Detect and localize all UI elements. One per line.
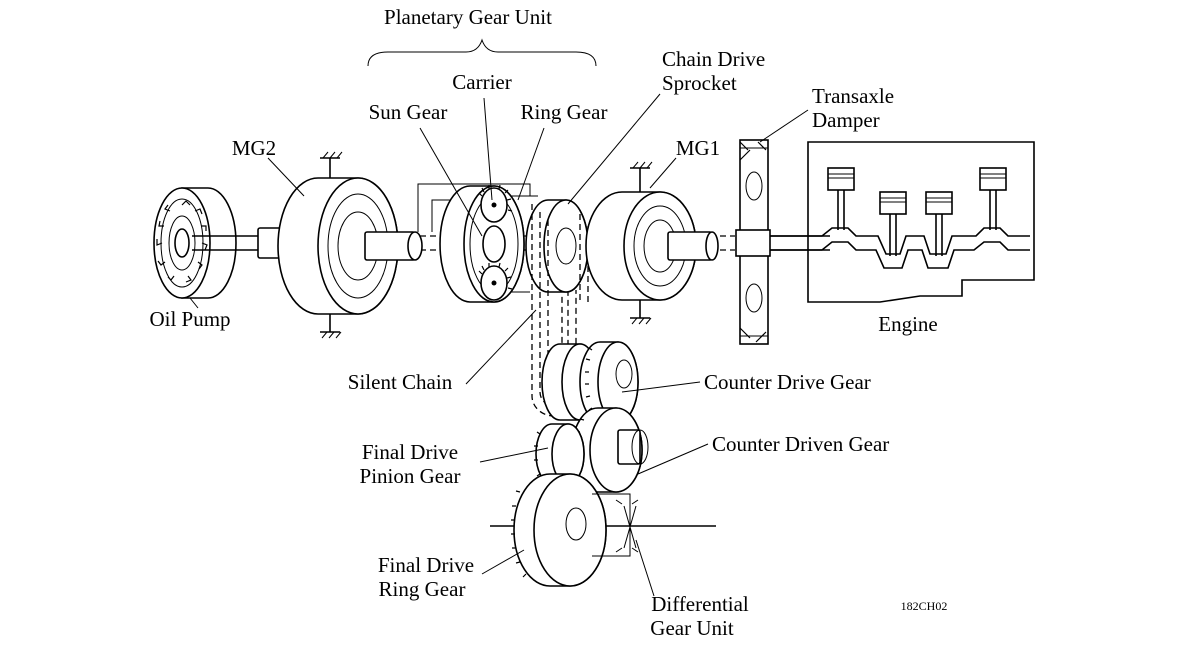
figure-code: 182CH02 [901,599,948,613]
label-silent-chain: Silent Chain [348,370,453,394]
label-differential-line2: Gear Unit [650,616,734,640]
chain-drive-sprocket [525,199,589,293]
piston-1 [827,167,855,230]
final-drive-pinion-gear [534,423,585,485]
leader-lines [189,38,809,597]
planetary-gear-unit [417,183,538,303]
transaxle-damper [735,139,771,345]
label-final-drive-ring-line2: Ring Gear [379,577,466,601]
label-planetary-gear-unit: Planetary Gear Unit [384,5,552,29]
piston-3 [925,191,953,256]
label-sun-gear: Sun Gear [369,100,448,124]
piston-4 [979,167,1007,230]
counter-drive-gear [541,341,639,423]
label-counter-drive-gear: Counter Drive Gear [704,370,871,394]
counter-driven-gear [571,407,649,493]
label-differential-line1: Differential [651,592,749,616]
oil-pump [153,187,237,299]
label-mg1: MG1 [676,136,720,160]
label-mg2: MG2 [232,136,276,160]
final-drive-ring-gear [490,473,716,587]
mg2-motor [257,151,423,339]
labels: Planetary Gear Unit Carrier Sun Gear Rin… [149,5,947,640]
piston-2 [879,191,907,256]
label-transaxle-line2: Damper [812,108,880,132]
label-ring-gear: Ring Gear [521,100,608,124]
label-counter-driven-gear: Counter Driven Gear [712,432,889,456]
label-final-drive-pinion-line2: Pinion Gear [360,464,461,488]
differential-gear-unit [592,493,639,557]
mg1-motor [585,161,719,325]
label-carrier: Carrier [452,70,511,94]
label-chain-drive-line1: Chain Drive [662,47,765,71]
label-final-drive-ring-line1: Final Drive [378,553,474,577]
label-engine: Engine [878,312,937,336]
engine [770,141,1035,303]
label-oil-pump: Oil Pump [149,307,230,331]
label-chain-drive-line2: Sprocket [662,71,737,95]
label-final-drive-pinion-line1: Final Drive [362,440,458,464]
label-transaxle-line1: Transaxle [812,84,894,108]
